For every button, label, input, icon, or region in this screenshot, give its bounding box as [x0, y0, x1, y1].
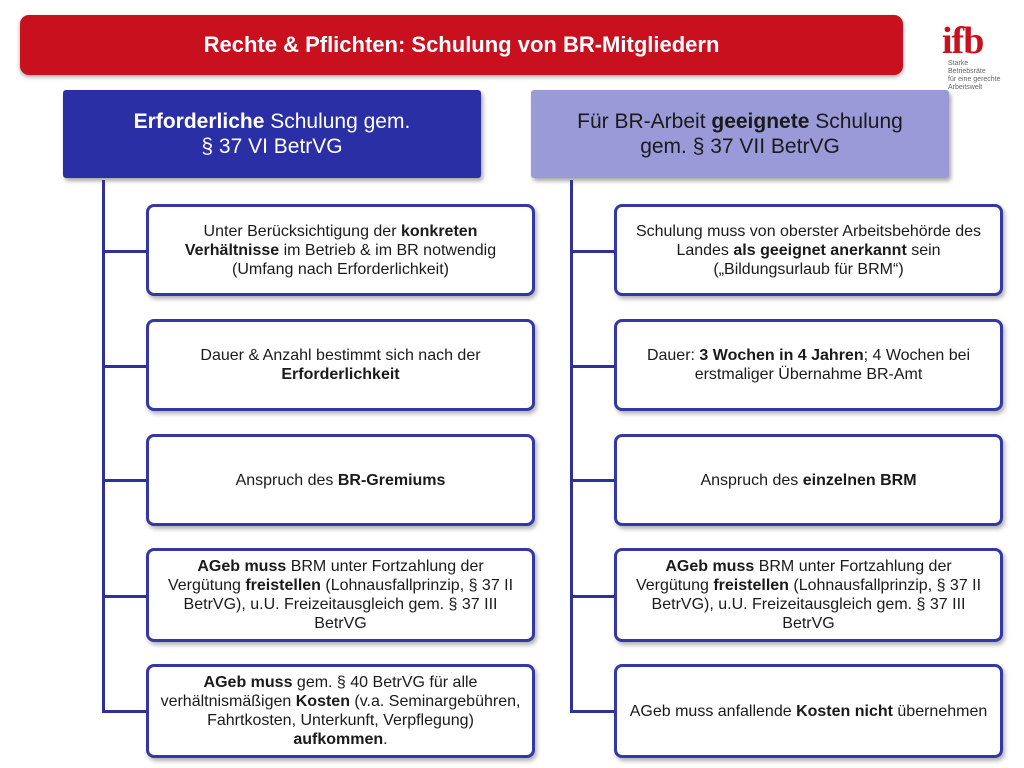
left-card-1: Unter Berücksichtigung der konkreten Ver…: [146, 204, 535, 296]
card-text-bold: 3 Wochen in 4 Jahren: [699, 347, 864, 364]
left-card-5: AGeb muss gem. § 40 BetrVG für alle verh…: [146, 664, 535, 758]
card-text: (Lohnausfallprinzip, § 37 II BetrVG), u.…: [183, 577, 514, 632]
page-title: Rechte & Pflichten: Schulung von BR-Mitg…: [203, 32, 720, 57]
card-text: AGeb muss anfallende: [629, 702, 797, 720]
right-card-4: AGeb muss BRM unter Fortzahlung der Verg…: [614, 548, 1003, 642]
card-text: Unter Berücksichtigung der: [203, 222, 401, 240]
left-connector-trunk: [102, 180, 105, 712]
right-card-3: Anspruch des einzelnen BRM: [614, 434, 1003, 526]
card-text: sein („Bildungsurlaub für BRM“): [713, 241, 941, 278]
title-bar: Rechte & Pflichten: Schulung von BR-Mitg…: [20, 15, 903, 75]
card-text: im Betrieb & im BR notwendig (Umfang nac…: [232, 241, 497, 278]
left-connector-branch: [102, 250, 146, 253]
left-connector-branch: [102, 710, 146, 713]
left-card-2: Dauer & Anzahl bestimmt sich nach der Er…: [146, 319, 535, 411]
ifb-logo: ifb Starke Betriebsräte für eine gerecht…: [942, 22, 1006, 92]
card-text-bold: AGeb muss: [203, 674, 293, 691]
card-text: Anspruch des: [235, 471, 338, 489]
card-text: Anspruch des: [700, 471, 803, 489]
right-card-5: AGeb muss anfallende Kosten nicht überne…: [614, 664, 1003, 758]
left-card-4: AGeb muss BRM unter Fortzahlung der Verg…: [146, 548, 535, 642]
card-text: .: [383, 731, 388, 748]
left-header-bold: Erforderliche: [133, 110, 265, 133]
logo-tagline-1: Starke Betriebsräte: [948, 60, 986, 75]
card-text: BRM unter Fortzahlung der Vergütung: [635, 558, 952, 594]
logo-tagline-2: für eine gerechte: [948, 76, 1001, 83]
right-connector-branch: [570, 710, 614, 713]
right-header-pre: Für BR-Arbeit: [577, 110, 712, 133]
card-text-bold: freistellen: [713, 577, 789, 594]
right-connector-branch: [570, 365, 614, 368]
left-column-header: Erforderliche Schulung gem. § 37 VI Betr…: [63, 90, 481, 178]
card-text: Dauer:: [646, 347, 700, 364]
right-column-header: Für BR-Arbeit geeignete Schulung gem. § …: [531, 90, 949, 178]
right-card-1: Schulung muss von oberster Arbeitsbehörd…: [614, 204, 1003, 296]
left-connector-branch: [102, 365, 146, 368]
card-text-bold: freistellen: [245, 577, 321, 594]
card-text: (Lohnausfallprinzip, § 37 II BetrVG), u.…: [651, 577, 982, 632]
right-connector-branch: [570, 595, 614, 598]
left-connector-branch: [102, 479, 146, 482]
card-text-bold: Kosten nicht: [796, 702, 893, 720]
left-connector-branch: [102, 595, 146, 598]
right-connector-trunk: [570, 180, 573, 712]
right-connector-branch: [570, 479, 614, 482]
card-text: BRM unter Fortzahlung der Vergütung: [167, 558, 484, 594]
logo-tagline-3: Arbeitswelt: [948, 84, 983, 91]
left-card-3: Anspruch des BR-Gremiums: [146, 434, 535, 526]
left-header-line2: § 37 VI BetrVG: [201, 135, 343, 158]
card-text: ; 4 Wochen bei erstmaliger Übernahme BR-…: [694, 347, 971, 383]
right-header-bold: geeignete: [711, 110, 810, 133]
card-text-bold: BR-Gremiums: [337, 471, 446, 489]
card-text-bold: aufkommen: [293, 731, 384, 748]
right-header-line2: gem. § 37 VII BetrVG: [640, 135, 840, 158]
card-text-bold: als geeignet anerkannt: [733, 241, 907, 259]
card-text-bold: einzelnen BRM: [802, 471, 917, 489]
card-text-bold: konkreten Verhältnisse: [184, 222, 478, 259]
card-text: übernehmen: [892, 702, 988, 720]
left-header-rest: Schulung gem.: [264, 110, 411, 133]
card-text-bold: Erforderlichkeit: [281, 366, 400, 383]
card-text: Schulung muss von oberster Arbeitsbehörd…: [635, 222, 982, 259]
right-header-post: Schulung: [809, 110, 903, 133]
right-card-2: Dauer: 3 Wochen in 4 Jahren; 4 Wochen be…: [614, 319, 1003, 411]
card-text: (v.a. Seminargebühren, Fahrtkosten, Unte…: [207, 693, 521, 729]
card-text-bold: Kosten: [295, 693, 350, 710]
right-connector-branch: [570, 250, 614, 253]
card-text: Dauer & Anzahl bestimmt sich nach der: [200, 347, 481, 364]
card-text-bold: AGeb muss: [197, 558, 287, 575]
card-text-bold: AGeb muss: [665, 558, 755, 575]
card-text: gem. § 40 BetrVG für alle verhältnismäßi…: [160, 674, 478, 710]
logo-word: ifb: [942, 20, 984, 62]
